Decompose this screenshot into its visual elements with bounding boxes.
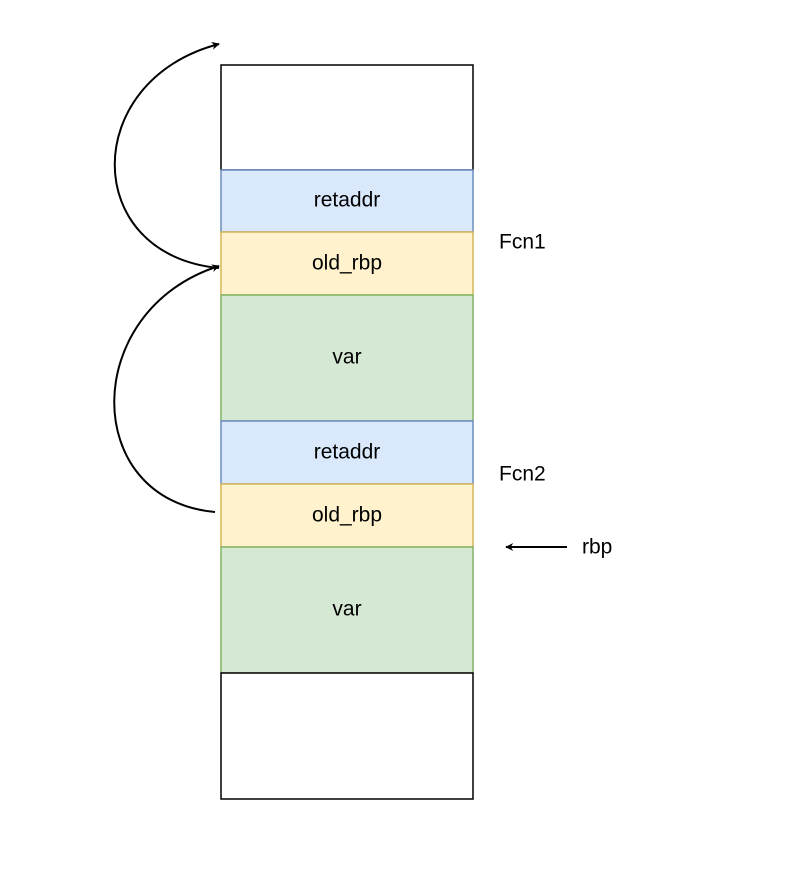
fcn1-frame-label: Fcn1 bbox=[499, 231, 546, 254]
stack-top-empty-block bbox=[220, 64, 474, 171]
fcn2-retaddr-label: retaddr bbox=[314, 441, 381, 464]
fcn1-old-rbp-label: old_rbp bbox=[312, 252, 382, 275]
fcn1-old-rbp-link-arrow bbox=[113, 41, 220, 269]
fcn1-var-label: var bbox=[332, 346, 361, 369]
fcn2-old-rbp-link-arrow bbox=[113, 264, 220, 513]
fcn2-frame-label: Fcn2 bbox=[499, 463, 546, 486]
fcn1-old-rbp-block bbox=[220, 231, 474, 296]
fcn1-var-block bbox=[220, 294, 474, 422]
stack-column: retaddr old_rbp var retaddr old_rbp var bbox=[220, 64, 474, 800]
fcn2-retaddr-block bbox=[220, 420, 474, 485]
fcn1-retaddr-label: retaddr bbox=[314, 189, 381, 212]
stack-bottom-empty-block bbox=[220, 672, 474, 800]
rbp-pointer-label: rbp bbox=[582, 536, 612, 559]
fcn1-retaddr-block bbox=[220, 169, 474, 233]
fcn2-old-rbp-label: old_rbp bbox=[312, 504, 382, 527]
fcn2-var-label: var bbox=[332, 598, 361, 621]
fcn2-var-block bbox=[220, 546, 474, 674]
